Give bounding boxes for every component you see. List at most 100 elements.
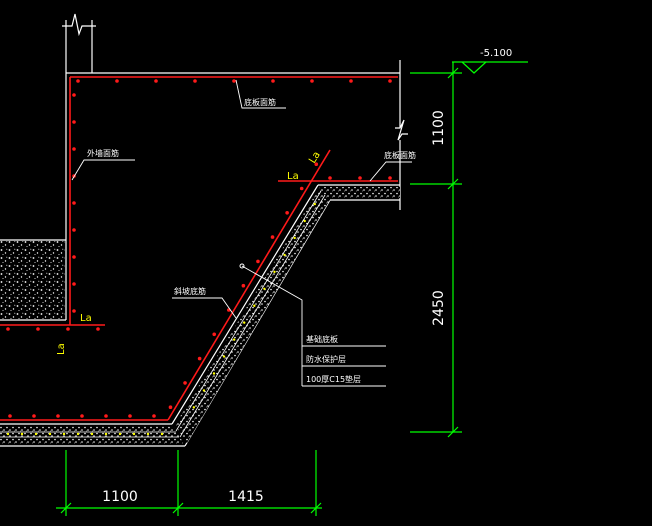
rebar-dot <box>32 414 36 418</box>
rebar-dot <box>349 79 353 83</box>
bottom-dot <box>118 432 122 436</box>
rebar-dot <box>72 309 76 313</box>
bottom-dot <box>62 432 66 436</box>
slope-layer-fill <box>175 187 400 443</box>
elevation-triangle <box>461 61 487 74</box>
rebar-dot <box>197 356 202 361</box>
annotation-top-rebar: 底板面筋 <box>244 97 276 107</box>
rebar-dot <box>212 332 217 337</box>
rebar-dot <box>299 186 304 191</box>
rebar-dot <box>6 327 10 331</box>
rebar-dot <box>72 120 76 124</box>
bottom-dot <box>20 432 24 436</box>
slope-layer-line-1 <box>175 190 322 432</box>
lap-label-bottom-v: La <box>56 343 67 355</box>
rebar-dot <box>72 147 76 151</box>
tick-center <box>172 502 184 514</box>
dim-label-1100-horizontal: 1100 <box>102 489 138 505</box>
rebar-dot <box>388 79 392 83</box>
rebar-dot <box>358 176 362 180</box>
rebar-dot <box>128 414 132 418</box>
leader-legend-stem <box>241 265 303 386</box>
rebar-dot <box>310 79 314 83</box>
slope-layer-line-2 <box>179 194 326 438</box>
dim-label-1100-vertical: 1100 <box>431 110 447 146</box>
slope-line-upper <box>171 184 319 425</box>
bottom-dot <box>6 432 10 436</box>
bottom-dot <box>48 432 52 436</box>
rebar-dot <box>270 235 275 239</box>
rebar-dot <box>36 327 40 331</box>
rebar-dot <box>152 414 156 418</box>
rebar-dot <box>168 405 173 410</box>
rebar-dot <box>232 79 236 83</box>
slope-dots <box>6 202 316 436</box>
rebar-slope <box>167 149 331 421</box>
rebar-dot <box>328 176 332 180</box>
rebar-dot <box>154 79 158 83</box>
rebar-dot <box>72 228 76 232</box>
dim-label-1415: 1415 <box>228 489 264 505</box>
lap-label-top-left: La <box>287 171 299 182</box>
dimension-lines <box>56 61 528 516</box>
rebar-dot <box>8 414 12 418</box>
rebar-dot <box>72 93 76 97</box>
leader-top-rebar <box>235 79 286 109</box>
rebar-dot <box>76 79 80 83</box>
rebar-dot <box>314 162 319 166</box>
bottom-dot <box>34 432 38 436</box>
slope-dot <box>313 202 316 206</box>
leader-slope <box>172 297 237 319</box>
slope-dot <box>283 253 286 257</box>
rebar-dot <box>72 201 76 205</box>
annotation-wall-rebar: 外墙面筋 <box>87 148 119 158</box>
slope-dot <box>253 304 256 307</box>
rebar-dot <box>72 255 76 259</box>
slope-dot <box>293 236 296 240</box>
bottom-dot <box>76 432 80 436</box>
rebar-dot <box>388 176 392 180</box>
slope-dot <box>192 406 196 409</box>
break-symbol-top <box>62 13 96 37</box>
tick-right <box>310 502 322 514</box>
rebar-dot <box>56 414 60 418</box>
rebar-dot <box>183 381 187 385</box>
legend-item-2: 防水保护层 <box>306 354 346 364</box>
elevation-label: -5.100 <box>480 48 512 59</box>
tick-mid <box>447 178 459 190</box>
lap-label-top-right: La <box>307 150 323 166</box>
annotation-slope-rebar: 斜坡底筋 <box>174 286 206 296</box>
tick-bottom <box>447 426 459 438</box>
rebar-dot <box>271 79 275 83</box>
rebar-dot <box>115 79 119 83</box>
legend-item-1: 基础底板 <box>306 334 338 344</box>
rebar-dot <box>96 327 100 331</box>
bottom-dot <box>104 432 108 436</box>
rebar-dots <box>6 79 392 418</box>
leader-wall-rebar <box>71 159 135 181</box>
annotation-upper-right-rebar: 底板面筋 <box>384 150 416 160</box>
lap-label-bottom-h: La <box>80 313 92 324</box>
rebar-dot <box>285 211 289 215</box>
leader-lines <box>71 79 412 387</box>
dim-label-2450: 2450 <box>431 290 447 326</box>
leader-upper-right <box>369 161 412 182</box>
leader-origin-marker <box>239 263 245 269</box>
slope-dot <box>273 270 276 274</box>
rebar-lines <box>0 76 398 421</box>
tick-top <box>447 67 459 79</box>
slope-dot <box>202 389 206 392</box>
slope-dot <box>212 372 216 375</box>
bottom-dot <box>132 432 136 436</box>
legend-item-3: 100厚C15垫层 <box>306 374 361 384</box>
tick-left <box>60 502 72 514</box>
slope-dot <box>263 287 266 290</box>
footing-fill <box>0 241 65 319</box>
rebar-dot <box>104 414 108 418</box>
slope-dot <box>232 338 236 341</box>
bottom-dot <box>146 432 150 436</box>
slope-dot <box>243 321 246 324</box>
rebar-dot <box>193 79 197 83</box>
